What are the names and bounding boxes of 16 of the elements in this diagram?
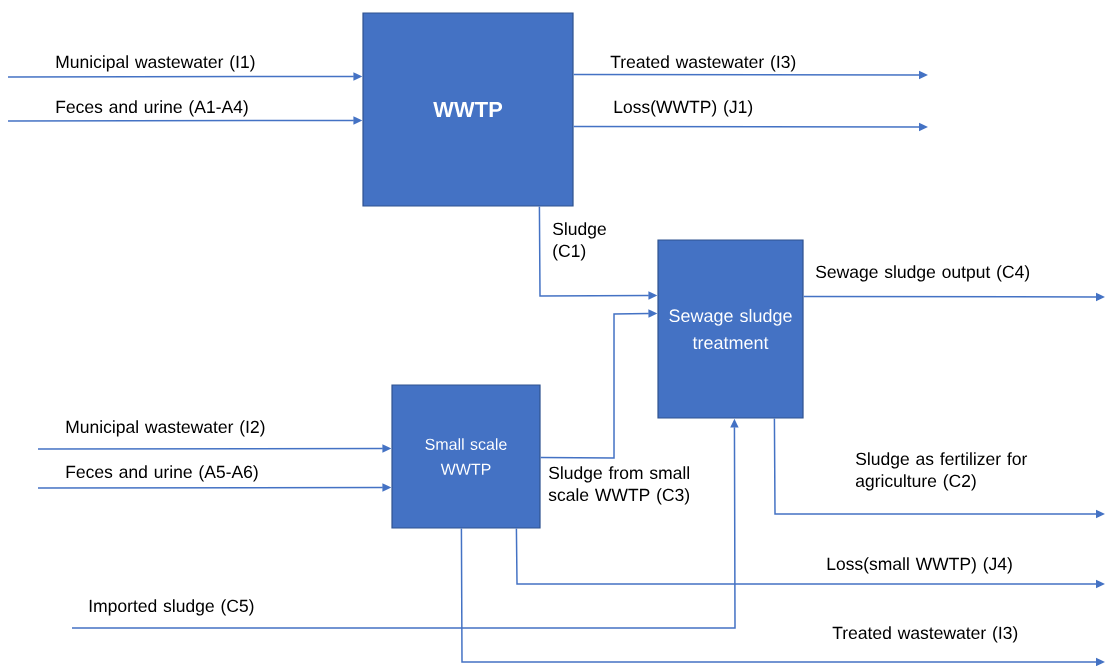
process-box: Sewage sludge treatment xyxy=(657,239,804,419)
process-box: Small scale WWTP xyxy=(391,384,541,529)
edge-label: Municipal wastewater (I2) xyxy=(66,420,265,437)
edge-label: Treated wastewater (I3) xyxy=(832,626,1018,643)
edge-label: Sludge as fertilizer for agriculture (C2) xyxy=(855,452,1028,491)
edge-label: Sewage sludge output (C4) xyxy=(816,265,1030,282)
edge-label: Sludge from small scale WWTP (C3) xyxy=(548,466,690,505)
edge-label: Feces and urine (A1-A4) xyxy=(56,100,248,117)
edge-label: Loss(small WWTP) (J4) xyxy=(827,557,1012,574)
process-box: WWTP xyxy=(362,12,574,207)
edge-label: Loss(WWTP) (J1) xyxy=(614,100,753,117)
edge-label: Treated wastewater (I3) xyxy=(610,55,796,72)
edge-label: Feces and urine (A5-A6) xyxy=(66,465,258,482)
edge-label: Imported sludge (C5) xyxy=(89,599,254,616)
edge-label: Municipal wastewater (I1) xyxy=(56,55,255,72)
edge-label: Sludge (C1) xyxy=(553,222,606,261)
